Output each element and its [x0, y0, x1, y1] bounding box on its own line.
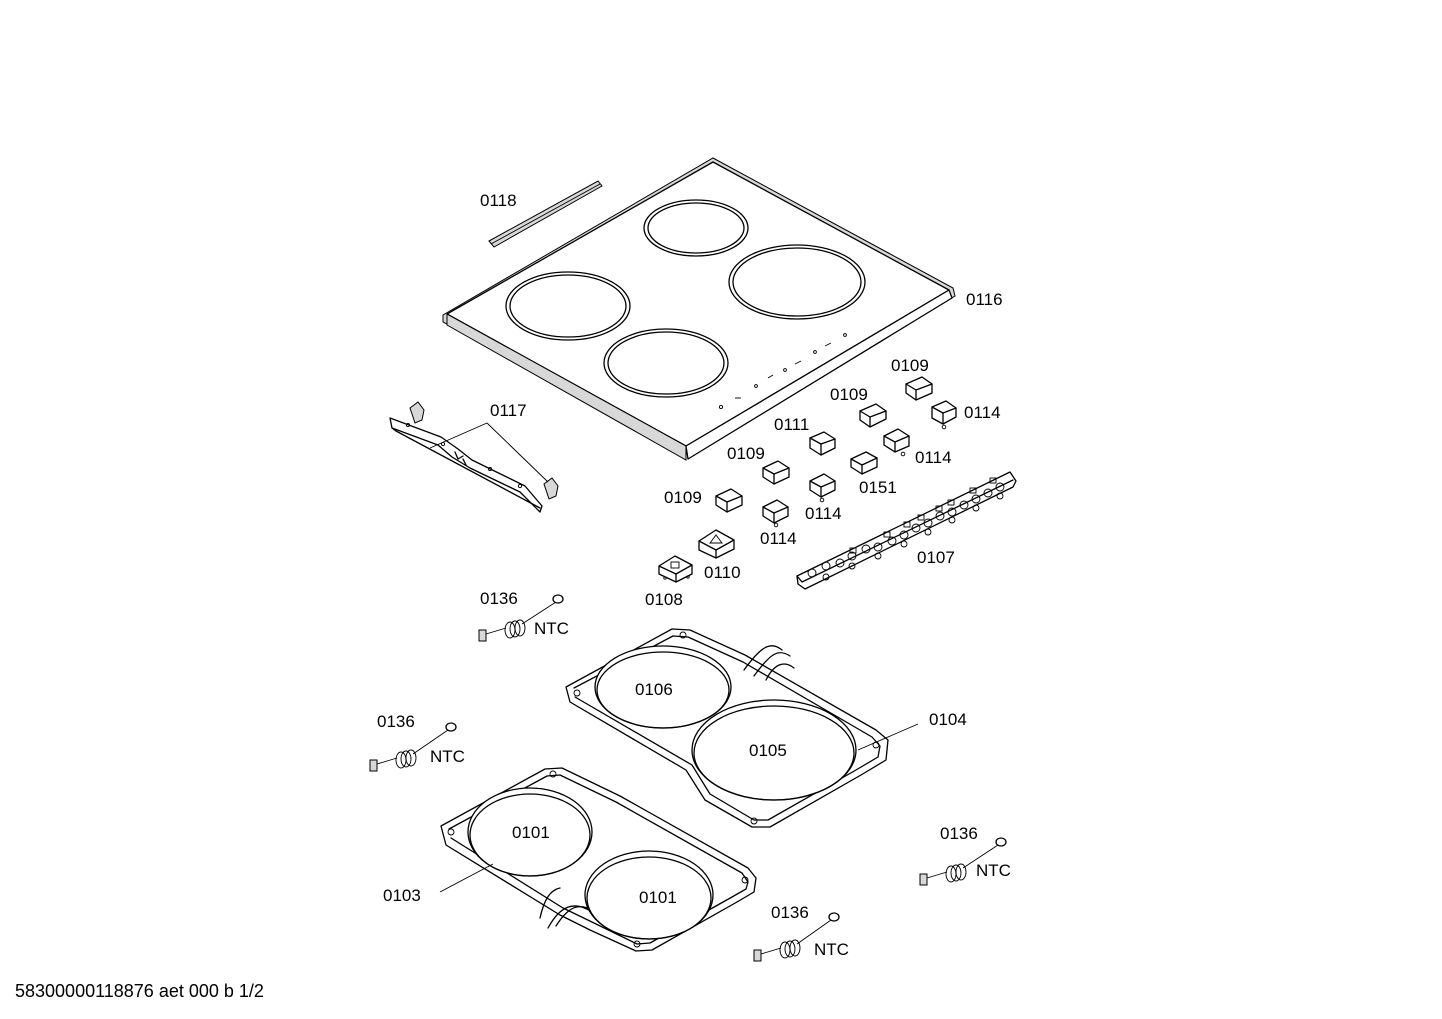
label-0117: 0117 [490, 401, 527, 420]
label-0136-b: 0136 [377, 712, 415, 731]
part-labels: 0118 0116 0117 0109 0114 0109 0111 0114 … [377, 191, 1011, 959]
part-0114-button-b [883, 428, 910, 457]
label-0104: 0104 [929, 710, 967, 729]
part-0107-control-board [796, 471, 1017, 590]
part-0114-button-d [762, 499, 789, 528]
part-0104-heater-tray [565, 628, 919, 828]
label-0109-c: 0109 [727, 444, 765, 463]
label-0106: 0106 [635, 680, 673, 699]
label-0116: 0116 [966, 290, 1003, 309]
part-0136-ntc-sensor-a [478, 594, 564, 642]
part-0136-ntc-sensor-c [919, 837, 1007, 886]
label-0108: 0108 [645, 590, 683, 609]
label-0118: 0118 [480, 191, 517, 210]
label-0109-d: 0109 [664, 488, 702, 507]
label-0114-d: 0114 [760, 529, 797, 548]
label-0101-b: 0101 [639, 888, 677, 907]
label-ntc-a: NTC [534, 619, 569, 638]
label-0136-d: 0136 [771, 903, 809, 922]
part-0136-ntc-sensor-d [753, 912, 840, 962]
label-0105: 0105 [749, 741, 787, 760]
label-0103: 0103 [383, 886, 421, 905]
part-0109-button-b [859, 403, 887, 428]
label-0107: 0107 [917, 548, 955, 567]
part-0109-button-a [905, 376, 933, 401]
label-ntc-c: NTC [976, 861, 1011, 880]
part-0136-ntc-sensor-b [369, 722, 457, 772]
label-0101-a: 0101 [512, 823, 550, 842]
part-0114-button-a [931, 400, 957, 430]
label-0111: 0111 [774, 415, 809, 434]
part-0118-trim-strip [488, 180, 603, 248]
label-0109-a: 0109 [891, 356, 929, 375]
label-0136-a: 0136 [480, 589, 518, 608]
part-0108-button [658, 555, 693, 583]
part-0151-button [850, 451, 878, 475]
label-0109-b: 0109 [830, 385, 868, 404]
label-0136-c: 0136 [940, 824, 978, 843]
part-0117-bracket [389, 401, 559, 513]
drawing-id: 58300000118876 aet 000 b 1/2 [15, 981, 264, 1001]
part-0110-button [698, 529, 735, 559]
label-ntc-d: NTC [814, 940, 849, 959]
part-0114-button-c [809, 473, 836, 503]
part-0109-button-c [762, 460, 790, 485]
label-0151: 0151 [859, 478, 897, 497]
label-ntc-b: NTC [430, 747, 465, 766]
part-0111-button [809, 431, 836, 456]
part-0109-button-d [715, 488, 743, 513]
part-0116-glass-cooktop [442, 157, 956, 461]
label-0114-b: 0114 [915, 448, 952, 467]
label-0110: 0110 [704, 563, 741, 582]
part-0103-heater-tray [439, 767, 757, 952]
label-0114-a: 0114 [964, 403, 1001, 422]
label-0114-c: 0114 [805, 504, 842, 523]
